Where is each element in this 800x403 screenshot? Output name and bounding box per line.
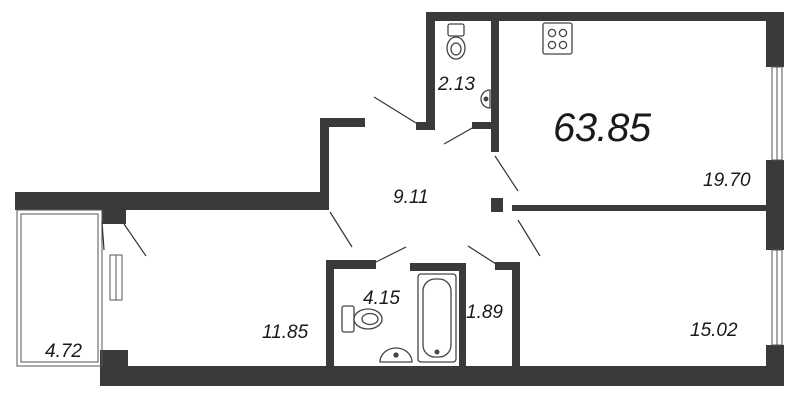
wall-bottom — [100, 366, 784, 386]
area-toilet: 2.13 — [438, 74, 475, 95]
wall-top-kitchen — [492, 12, 770, 21]
balcony — [16, 209, 103, 367]
wall-right-outer-top — [766, 12, 784, 67]
door-balcony — [101, 221, 105, 251]
doors — [101, 96, 541, 265]
area-wc: 1.89 — [466, 302, 503, 323]
wall-toilet-kitchen — [491, 12, 499, 152]
area-living: 15.02 — [690, 320, 738, 341]
wall-left-stub — [102, 210, 126, 224]
wall-wc-right — [512, 262, 520, 370]
windows — [109, 66, 783, 346]
wall-hall-left — [320, 118, 329, 210]
wall-top-toilet — [426, 12, 498, 21]
area-bathroom: 4.15 — [363, 288, 400, 309]
door-bedroom — [123, 223, 147, 257]
wall-kitchen-living-stub — [491, 198, 503, 212]
wall-toilet-bottom-stub2 — [472, 122, 497, 129]
sink-fixture-top — [480, 89, 491, 109]
bathtub-icon — [417, 273, 457, 363]
wall-bath-left — [326, 260, 334, 370]
wall-right-outer-mid — [766, 160, 784, 250]
area-bedroom: 11.85 — [262, 322, 309, 343]
door-hall-toilet — [443, 126, 475, 145]
wall-bath-top — [326, 260, 376, 269]
door-kitchen — [494, 155, 519, 192]
balcony-outline — [16, 209, 103, 367]
wall-wc-top-stub — [495, 262, 520, 270]
door-wc — [467, 245, 497, 265]
walls — [15, 12, 784, 386]
toilet-fixture-bath — [341, 305, 383, 333]
total-area: 63.85 — [553, 106, 651, 150]
door-hall-bedroom — [329, 211, 353, 248]
wall-hall-topleft — [320, 118, 365, 127]
fixtures — [341, 22, 573, 363]
wall-left-toilet — [426, 12, 435, 130]
area-kitchen: 19.70 — [703, 170, 751, 191]
door-bath — [375, 246, 407, 263]
wall-balcony-stub — [100, 350, 128, 386]
toilet-fixture-top — [446, 23, 466, 60]
wall-bath-top2 — [410, 263, 465, 271]
stove-icon — [542, 22, 573, 55]
area-balcony: 4.72 — [45, 341, 82, 362]
wall-left-top — [15, 192, 329, 210]
sink-fixture-bath — [379, 347, 413, 363]
area-hall: 9.11 — [393, 187, 429, 208]
wall-bath-wc — [459, 263, 466, 370]
door-living — [517, 219, 541, 257]
wall-toilet-bottom-stub — [416, 122, 434, 130]
wall-kitchen-living — [512, 205, 774, 211]
door-toilet — [373, 96, 417, 124]
